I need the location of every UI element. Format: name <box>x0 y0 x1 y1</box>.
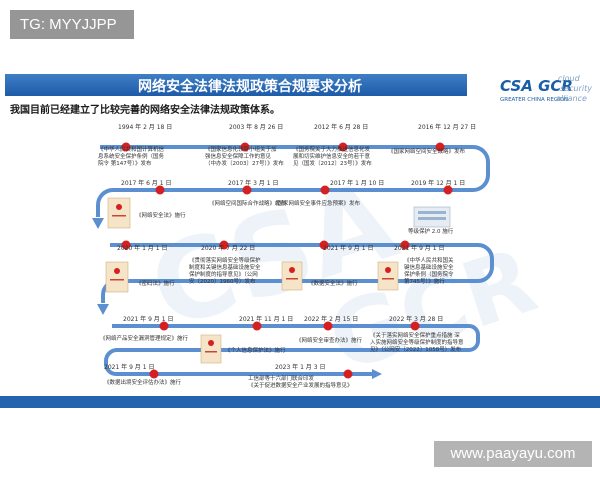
event-date: 2021 年 9 月 1 日 <box>323 244 373 252</box>
event-description: 《国家网络空间安全战略》发布 <box>388 147 466 155</box>
event-description: 《密码法》施行 <box>136 279 175 287</box>
event-description: 《关于落实网络安全保护重点措施 深 <box>370 331 460 339</box>
cover-cybersecurity-law <box>107 197 131 229</box>
event-description: 《国务院关于大力推进信息化发 <box>293 145 371 153</box>
event-date: 2003 年 8 月 26 日 <box>229 123 283 131</box>
event-dot <box>338 142 348 152</box>
event-dot <box>121 240 131 250</box>
event-description: 安〔2020〕1960号）发布 <box>189 277 256 285</box>
title-bar <box>5 74 467 96</box>
event-date: 2017 年 1 月 10 日 <box>330 179 384 187</box>
event-description: 《网络产品安全漏洞管理规定》施行 <box>100 334 189 342</box>
bottom-bar <box>0 396 600 408</box>
event-dot <box>410 321 420 331</box>
event-description: 制度和关键信息基础设施安全 <box>189 263 261 271</box>
event-description: 工信部等十六部门联合印发 <box>248 374 315 382</box>
event-description: 展和切实维护信息安全的若干意 <box>293 152 371 160</box>
event-dot <box>443 185 453 195</box>
event-description: 《网络安全法》施行 <box>136 211 186 219</box>
event-date: 2016 年 12 月 27 日 <box>418 123 476 131</box>
event-date: 2021 年 9 月 1 日 <box>104 363 154 371</box>
event-date: 2017 年 3 月 1 日 <box>228 179 278 187</box>
cover-ciip-regulation <box>377 261 399 291</box>
cover-mlps-2 <box>413 206 451 228</box>
event-description: 保护条例（国务院令 <box>404 270 454 278</box>
logo-mark: CSA GCR <box>500 77 573 95</box>
event-description: 《贯彻落实网络安全等级保护 <box>189 256 261 264</box>
event-dot <box>400 240 410 250</box>
event-description: 强信息安全保障工作的意见 <box>205 152 272 160</box>
event-date: 2022 年 3 月 28 日 <box>389 315 443 323</box>
event-dot <box>121 142 131 152</box>
logo-word-3: alliance <box>556 94 587 103</box>
cover-pipl <box>200 334 222 364</box>
event-dot <box>155 185 165 195</box>
event-description: 见（国发〔2012〕23号）》发布 <box>293 159 372 167</box>
event-date: 2023 年 1 月 3 日 <box>275 363 325 371</box>
event-date: 2020 年 7 月 22 日 <box>201 244 255 252</box>
event-description: 《中华人民共和国关 <box>404 256 454 264</box>
csa-gcr-logo: CSA GCR GREATER CHINA REGION cloud secur… <box>500 74 592 103</box>
event-dot <box>219 240 229 250</box>
event-description: （中办发〔2003〕27号）》发布 <box>205 159 284 167</box>
policy-timeline-slide: 网络安全法律法规政策合规要求分析 CSA GCR GREATER CHINA R… <box>0 74 600 408</box>
event-dots <box>121 142 453 379</box>
event-description: 见》（公网安〔2022〕1058号）发布 <box>370 345 462 353</box>
event-dot <box>240 142 250 152</box>
event-dot <box>320 185 330 195</box>
cover-data-security-law <box>281 261 303 291</box>
event-description: 《网络安全审查办法》施行 <box>296 336 363 344</box>
event-date: 2021 年 9 月 1 日 <box>394 244 444 252</box>
event-date: 2012 年 6 月 28 日 <box>314 123 368 131</box>
event-description: 等级保护 2.0 施行 <box>408 227 454 235</box>
event-date: 2017 年 6 月 1 日 <box>121 179 171 187</box>
event-date: 2020 年 1 月 1 日 <box>117 244 167 252</box>
event-description: 院令 第147号）》发布 <box>98 159 152 167</box>
logo-word-1: cloud <box>558 74 581 83</box>
logo-word-2: security <box>560 84 592 93</box>
event-description: 《关于促进数据安全产业发展的指导意见》 <box>248 381 353 389</box>
slide-title: 网络安全法律法规政策合规要求分析 <box>138 78 362 95</box>
event-date: 2021 年 11 月 1 日 <box>239 315 293 323</box>
event-dot <box>319 240 329 250</box>
event-description: 《网络空间国际合作战略》发布 <box>209 199 287 207</box>
event-description: 《数据出境安全评估办法》施行 <box>104 378 182 386</box>
law-cover-thumbnails <box>105 197 451 364</box>
event-description: 第745号）》施行 <box>404 277 445 285</box>
timeline-arrowheads <box>92 218 382 379</box>
event-description: 键信息基础设施安全 <box>404 263 454 271</box>
slide-subtitle: 我国目前已经建立了比较完善的网络安全法律法规政策体系。 <box>10 103 280 116</box>
event-dot <box>252 321 262 331</box>
logo-region: GREATER CHINA REGION <box>500 97 568 103</box>
event-description: 入实施网络安全等级保护制度的指导意 <box>370 338 464 346</box>
event-description: 《数据安全法》施行 <box>308 279 358 287</box>
event-date: 2022 年 2 月 15 日 <box>304 315 358 323</box>
cover-crypto-law <box>105 261 129 293</box>
watermark-site: www.paayayu.com <box>434 441 592 467</box>
event-dot <box>159 321 169 331</box>
event-description: 《个人信息保护法》施行 <box>225 346 286 354</box>
event-dot <box>149 369 159 379</box>
event-date: 2021 年 9 月 1 日 <box>123 315 173 323</box>
event-dot <box>323 321 333 331</box>
event-description: 息系统安全保护条例（国务 <box>98 152 165 160</box>
event-date: 1994 年 2 月 18 日 <box>118 123 172 131</box>
event-description: 《中华人民共和国计算机信 <box>98 145 165 153</box>
event-date: 2019 年 12 月 1 日 <box>411 179 465 187</box>
event-dot <box>242 185 252 195</box>
event-dot <box>343 369 353 379</box>
event-description: 《国家网络安全事件应急预案》发布 <box>272 199 361 207</box>
event-labels: 1994 年 2 月 18 日《中华人民共和国计算机信息系统安全保护条例（国务院… <box>98 123 476 389</box>
event-description: 《国家信息化领导小组关于加 <box>205 145 277 153</box>
event-description: 保护制度的指导意见》（公网 <box>189 270 258 278</box>
watermark-tag: TG: MYYJJPP <box>10 10 134 39</box>
event-dot <box>435 142 445 152</box>
